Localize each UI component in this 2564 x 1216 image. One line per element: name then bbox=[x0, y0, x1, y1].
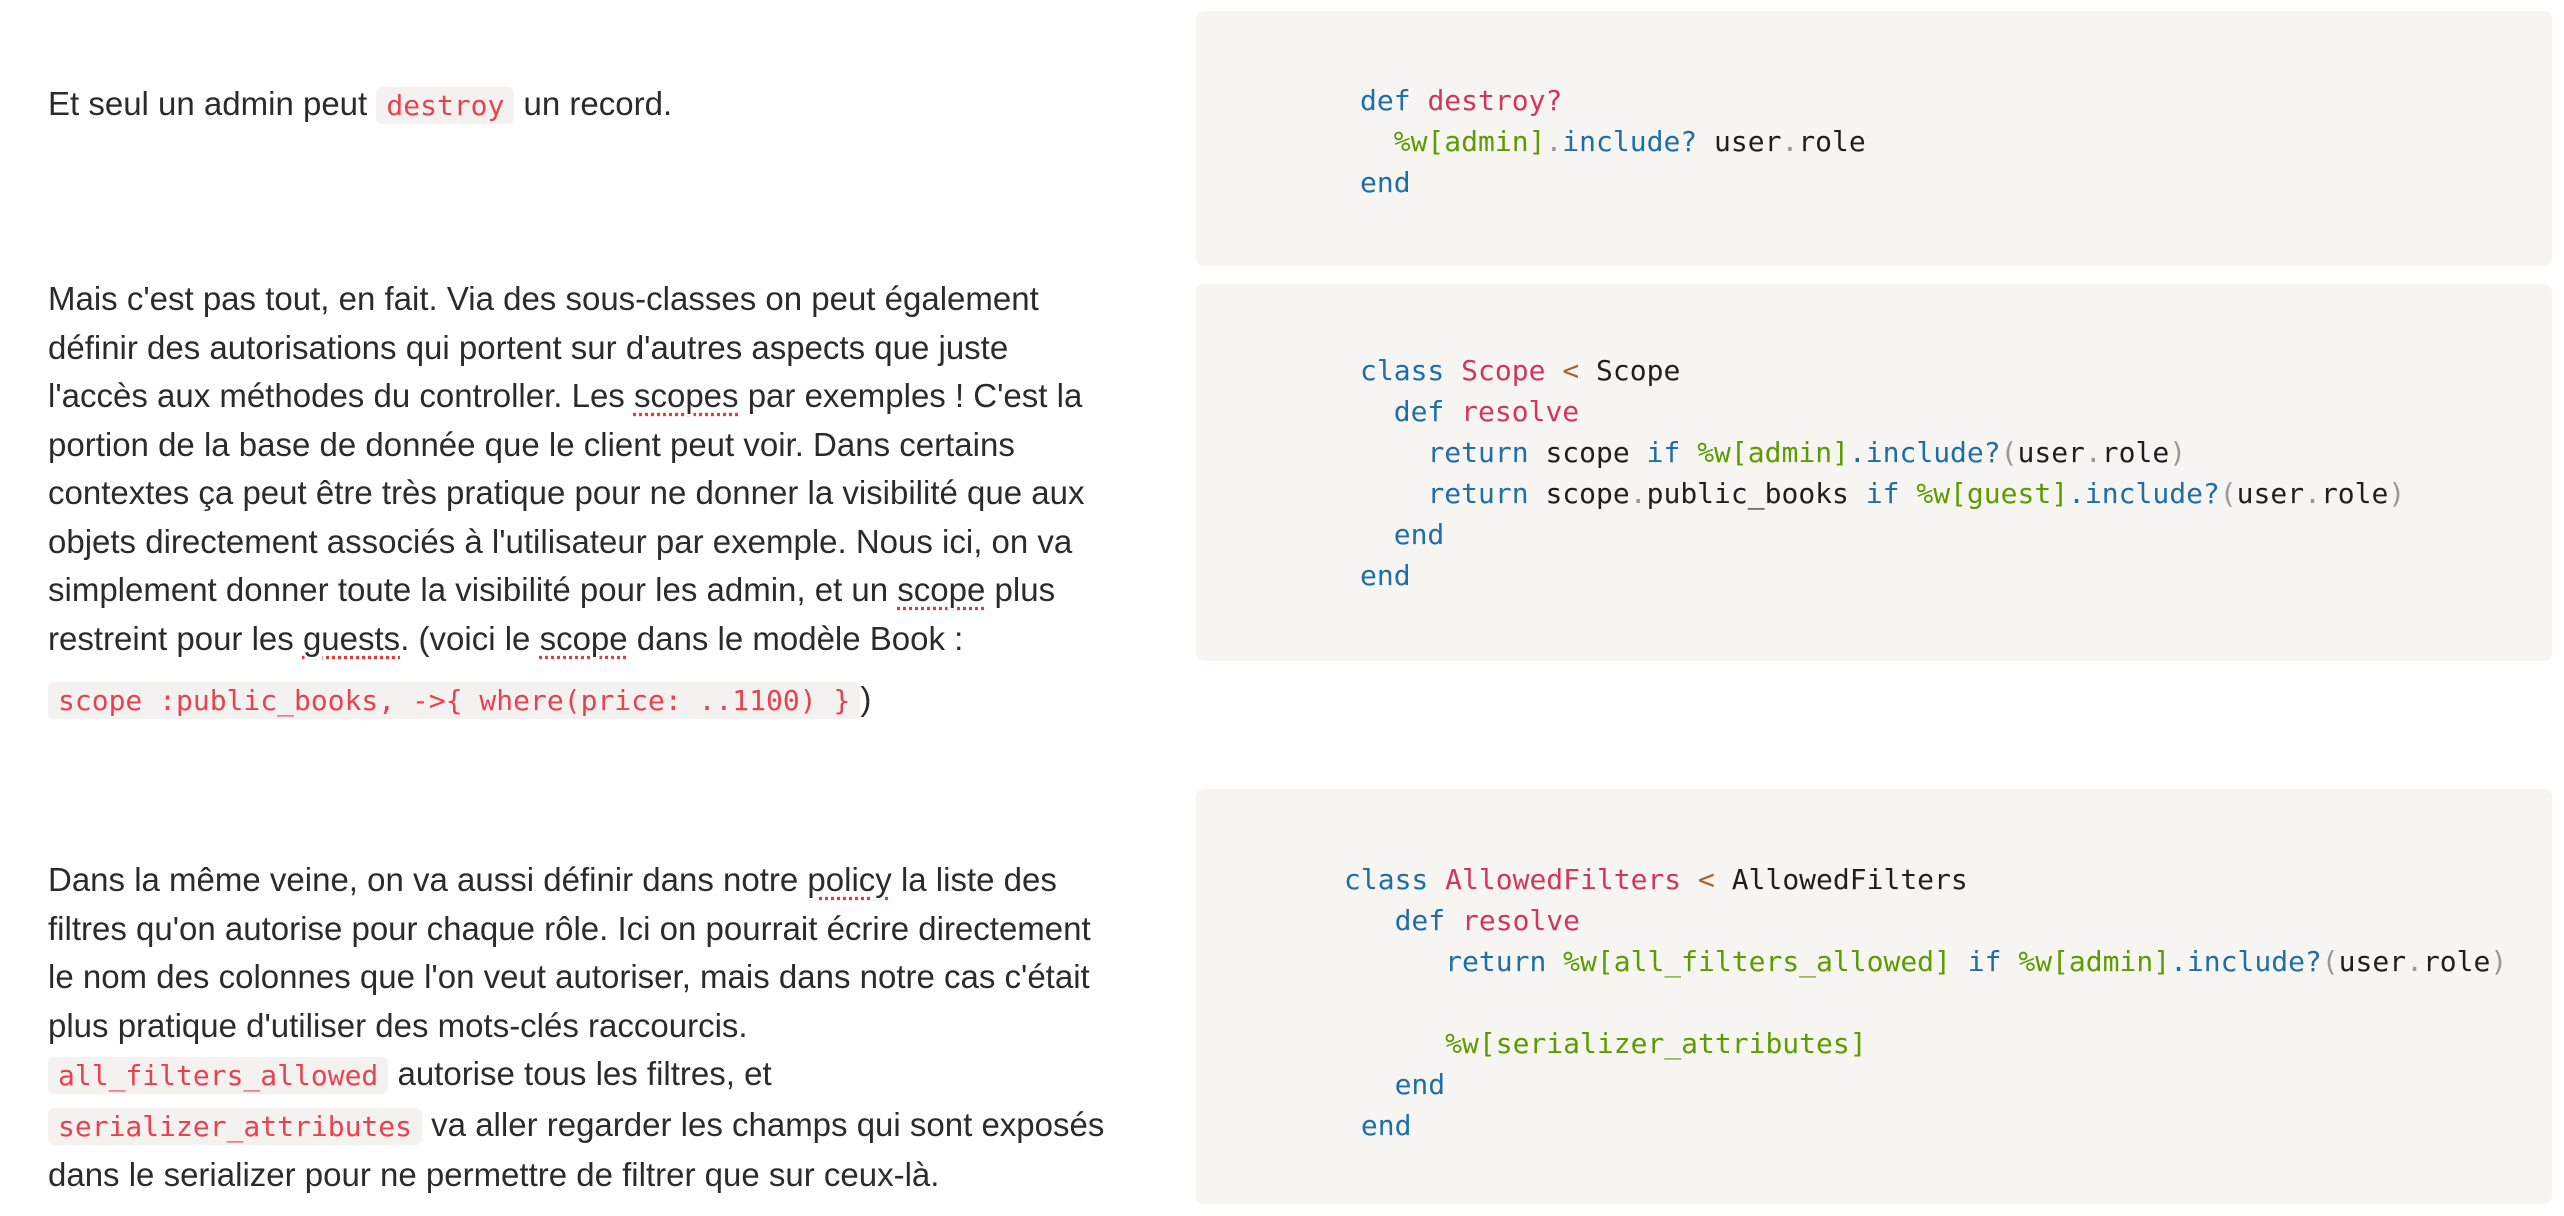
code-token: AllowedFilters bbox=[1445, 863, 1682, 896]
code-block-allowed-filters: class AllowedFilters < AllowedFilters de… bbox=[1196, 789, 2552, 1204]
code-token: . bbox=[1545, 125, 1563, 158]
code-token: ( bbox=[2000, 436, 2018, 469]
code-token: ) bbox=[2169, 436, 2187, 469]
code-token: %w[admin] bbox=[1697, 436, 1849, 469]
code-token: %w[all_filters_allowed] bbox=[1563, 945, 1951, 978]
code-token: %w[admin] bbox=[1393, 125, 1546, 158]
code-token: return bbox=[1427, 436, 1529, 469]
text: plus restreint pour les bbox=[48, 571, 1056, 657]
code-block-destroy: def destroy? %w[admin].include? user.rol… bbox=[1196, 11, 2552, 266]
code-token: %w[guest] bbox=[1916, 477, 2069, 510]
code-token: end bbox=[1394, 1068, 1446, 1101]
text: va aller regarder les champs qui sont ex… bbox=[48, 1105, 1105, 1194]
code-token: user bbox=[1697, 125, 1782, 158]
paragraph-destroy: Et seul un admin peut destroy un record. bbox=[48, 80, 1108, 131]
code-token: AllowedFilters bbox=[1731, 863, 1968, 896]
code-token: end bbox=[1360, 166, 1411, 199]
text: Dans la même veine, on va aussi définir … bbox=[48, 861, 808, 898]
code-token: if bbox=[1865, 477, 1900, 510]
code-token: . bbox=[1629, 477, 1647, 510]
code-token: include? bbox=[1562, 125, 1698, 158]
text: par exemples ! C'est la portion de la ba… bbox=[48, 377, 1085, 608]
code-token: class bbox=[1360, 354, 1445, 387]
code-token: . bbox=[2406, 945, 2423, 978]
code-token: ) bbox=[2388, 477, 2406, 510]
text: dans le modèle Book : bbox=[627, 619, 964, 657]
code-token: < bbox=[1562, 354, 1580, 387]
code-token: role bbox=[1798, 125, 1866, 158]
code-token: def bbox=[1393, 395, 1445, 428]
code-token: resolve bbox=[1462, 904, 1581, 937]
inline-code-destroy: destroy bbox=[376, 87, 515, 124]
misspelled-word: scopes bbox=[633, 377, 739, 414]
code-token: .include? bbox=[2068, 477, 2220, 510]
code-token: .include? bbox=[2170, 945, 2322, 978]
code-token: ( bbox=[2321, 945, 2339, 978]
code-allowed-filters: class AllowedFilters < AllowedFilters de… bbox=[1344, 859, 2507, 1146]
code-token: def bbox=[1360, 84, 1411, 117]
code-token: ) bbox=[2490, 945, 2508, 978]
code-token: if bbox=[1646, 436, 1681, 469]
code-token: ( bbox=[2219, 477, 2237, 510]
code-destroy: def destroy? %w[admin].include? user.rol… bbox=[1360, 80, 1866, 203]
code-token: role bbox=[2101, 436, 2170, 469]
code-token: user bbox=[2017, 436, 2085, 469]
text: . (voici le bbox=[400, 619, 540, 657]
code-token: def bbox=[1394, 904, 1446, 937]
code-token: return bbox=[1427, 477, 1529, 510]
misspelled-word: guests bbox=[302, 619, 401, 657]
code-token: user bbox=[2338, 945, 2407, 978]
code-token: user bbox=[2236, 477, 2305, 510]
paragraph-scope-code: scope :public_books, ->{ where(price: ..… bbox=[48, 675, 1108, 726]
text: la liste des filtres qu'on autorise pour… bbox=[48, 861, 1091, 1044]
text: Mais c'est pas tout, en fait. Via des so… bbox=[48, 280, 1039, 414]
misspelled-word: policy bbox=[807, 861, 892, 898]
inline-code-scope: scope :public_books, ->{ where(price: ..… bbox=[48, 682, 861, 719]
code-token: class bbox=[1344, 863, 1429, 896]
code-token: %w[serializer_attributes] bbox=[1445, 1027, 1867, 1060]
code-token: %w[admin] bbox=[2018, 945, 2171, 978]
code-token: end bbox=[1360, 1109, 1412, 1142]
misspelled-word: scope bbox=[897, 571, 986, 608]
text: Et seul un admin peut bbox=[48, 85, 377, 122]
code-token: destroy? bbox=[1427, 84, 1563, 117]
code-token: return bbox=[1445, 945, 1547, 978]
code-token: resolve bbox=[1461, 395, 1580, 428]
code-token: end bbox=[1360, 559, 1411, 592]
code-token: . bbox=[1781, 125, 1799, 158]
code-token: role bbox=[2422, 945, 2491, 978]
inline-code-serializer: serializer_attributes bbox=[48, 1107, 423, 1145]
code-token: public_books bbox=[1646, 477, 1866, 510]
inline-code-all-filters: all_filters_allowed bbox=[48, 1057, 389, 1094]
code-token: scope bbox=[1528, 477, 1630, 510]
code-token: . bbox=[2304, 477, 2321, 510]
code-token: Scope bbox=[1596, 354, 1681, 387]
paragraph-scopes: Mais c'est pas tout, en fait. Via des so… bbox=[48, 275, 1108, 663]
code-token: . bbox=[2084, 436, 2102, 469]
code-token: role bbox=[2320, 477, 2389, 510]
code-scope: class Scope < Scope def resolve return s… bbox=[1360, 350, 2405, 596]
paragraph-policy: Dans la même veine, on va aussi définir … bbox=[48, 856, 1108, 1200]
text: un record. bbox=[514, 85, 673, 122]
code-token: Scope bbox=[1461, 354, 1546, 387]
misspelled-word: scope bbox=[539, 619, 628, 657]
code-token: if bbox=[1967, 945, 2002, 978]
code-token: scope bbox=[1528, 436, 1647, 469]
code-token: < bbox=[1698, 863, 1715, 896]
text: ) bbox=[860, 680, 872, 717]
code-block-scope: class Scope < Scope def resolve return s… bbox=[1196, 284, 2552, 661]
text: autorise tous les filtres, et bbox=[388, 1055, 772, 1092]
code-token: .include? bbox=[1848, 436, 2001, 469]
code-token: end bbox=[1393, 518, 1445, 551]
